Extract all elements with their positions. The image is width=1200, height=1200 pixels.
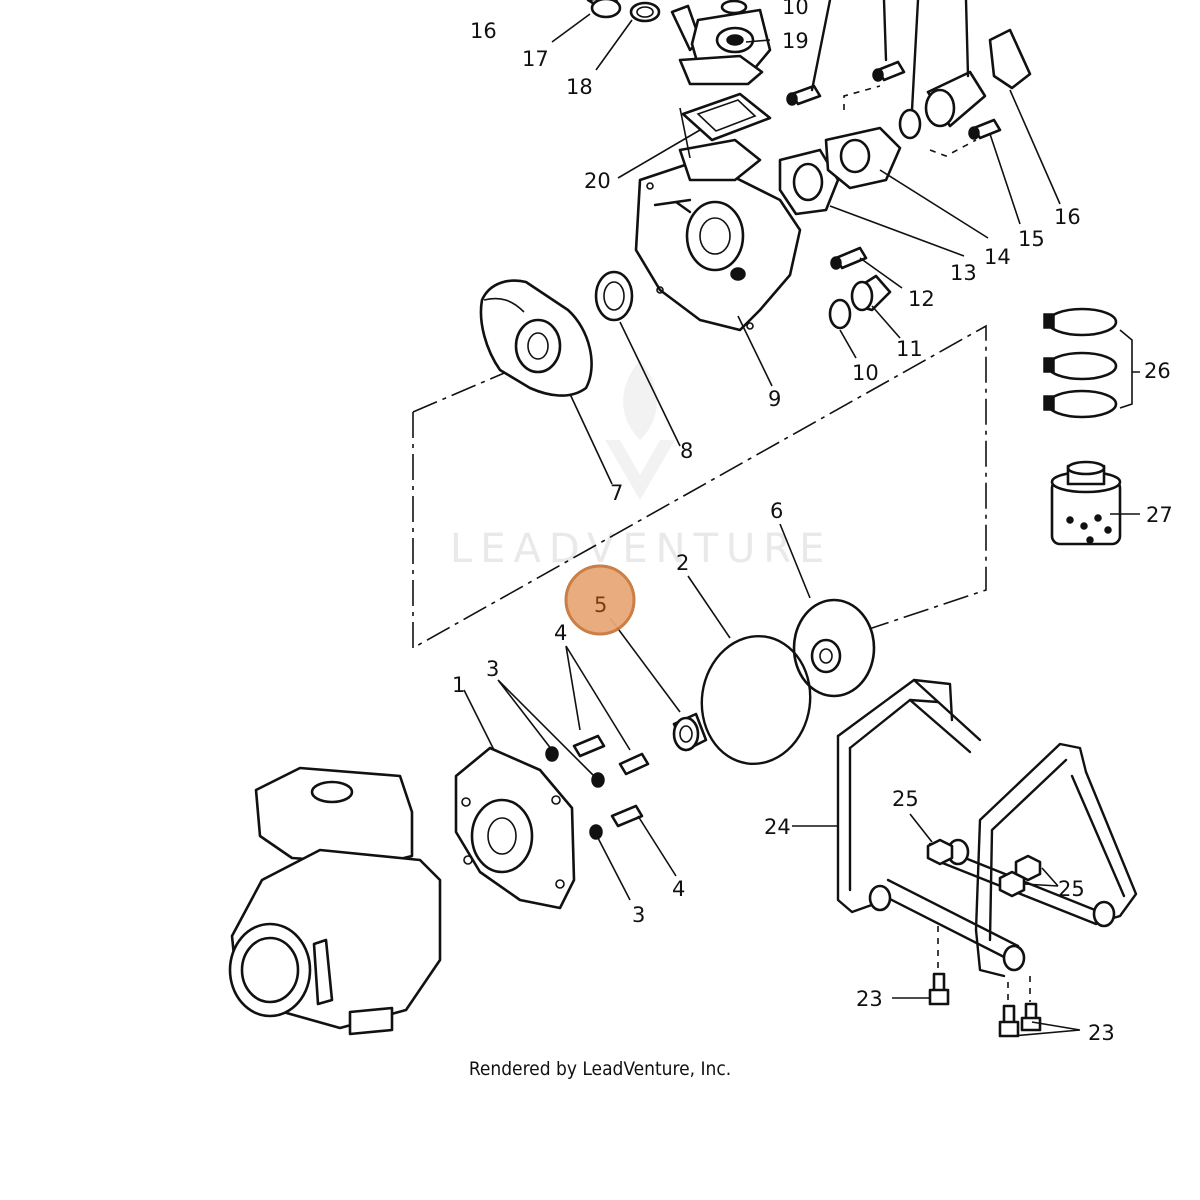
- part-26-hose-clamps: [1043, 307, 1118, 419]
- callout-20: 20: [584, 169, 611, 193]
- part-9-pump-casing: [634, 138, 802, 332]
- part-10-oring-top: [720, 0, 748, 15]
- callout-4a: 4: [554, 621, 567, 645]
- callout-23b: 23: [1088, 1021, 1115, 1045]
- part-12-bolt: [830, 246, 868, 270]
- callout-9: 9: [768, 387, 781, 411]
- part-13-discharge-flange: [778, 126, 902, 216]
- part-18-ring: [629, 1, 661, 23]
- callout-8: 8: [680, 439, 693, 463]
- callout-27: 27: [1146, 503, 1173, 527]
- callout-17: 17: [522, 47, 549, 71]
- part-1-adapter: [454, 746, 576, 910]
- part-6-impeller: [792, 598, 876, 698]
- callout-11: 11: [896, 337, 923, 361]
- callout-labels: 16 17 18 10 19 20 16 15 14 13 12 11 10 9…: [452, 0, 1173, 1045]
- part-19-intake-elbow: [670, 4, 772, 86]
- callout-6: 6: [770, 499, 783, 523]
- callout-15: 15: [1018, 227, 1045, 251]
- callout-10b: 10: [852, 361, 879, 385]
- credit-text: Rendered by LeadVenture, Inc.: [468, 1058, 732, 1080]
- part-15-ring: [898, 108, 922, 140]
- leader-lines: [463, 0, 1140, 1037]
- callout-10a: 10: [782, 0, 809, 19]
- callout-5: 5: [594, 593, 607, 617]
- part-16-coupling: [924, 28, 1032, 128]
- part-25-nuts: [926, 838, 1042, 898]
- part-3-washers: [545, 746, 605, 840]
- part-10-oring: [828, 298, 852, 330]
- part-20-gasket: [681, 92, 772, 142]
- bolt-upper-c: [968, 118, 1002, 140]
- bolt-upper-a: [786, 84, 822, 106]
- callout-1: 1: [452, 673, 465, 697]
- callout-24: 24: [764, 815, 791, 839]
- callout-26: 26: [1144, 359, 1171, 383]
- callout-23a: 23: [856, 987, 883, 1011]
- callout-16b: 16: [1054, 205, 1081, 229]
- part-2-oring: [700, 634, 812, 766]
- part-27-strainer: [1050, 460, 1122, 546]
- callout-14: 14: [984, 245, 1011, 269]
- part-23-bolts: [928, 972, 1042, 1038]
- watermark-text: LEADVENTURE: [450, 526, 832, 572]
- callout-13: 13: [950, 261, 977, 285]
- part-24-frame: [836, 678, 1138, 978]
- part-4-bolts: [572, 734, 650, 828]
- callout-25a: 25: [892, 787, 919, 811]
- part-16-fitting: [586, 0, 622, 19]
- callout-19: 19: [782, 29, 809, 53]
- callout-12: 12: [908, 287, 935, 311]
- watermark: LEADVENTURE: [450, 360, 832, 572]
- part-8-seal: [594, 270, 634, 322]
- callout-3a: 3: [486, 657, 499, 681]
- assembly-guide-lines: [412, 324, 987, 650]
- callout-2: 2: [676, 551, 689, 575]
- engine: [228, 766, 442, 1036]
- callout-18: 18: [566, 75, 593, 99]
- part-7-volute: [479, 279, 593, 397]
- callout-3b: 3: [632, 903, 645, 927]
- part-5-seal: [672, 712, 708, 752]
- watermark-logo-icon: [605, 360, 675, 500]
- bolt-upper-b: [872, 60, 906, 82]
- callout-7: 7: [610, 481, 623, 505]
- part-11-plug: [850, 274, 892, 312]
- callout-4b: 4: [672, 877, 685, 901]
- callout-16a: 16: [470, 19, 497, 43]
- highlight-callout-5: [564, 564, 636, 636]
- callout-25b: 25: [1058, 877, 1085, 901]
